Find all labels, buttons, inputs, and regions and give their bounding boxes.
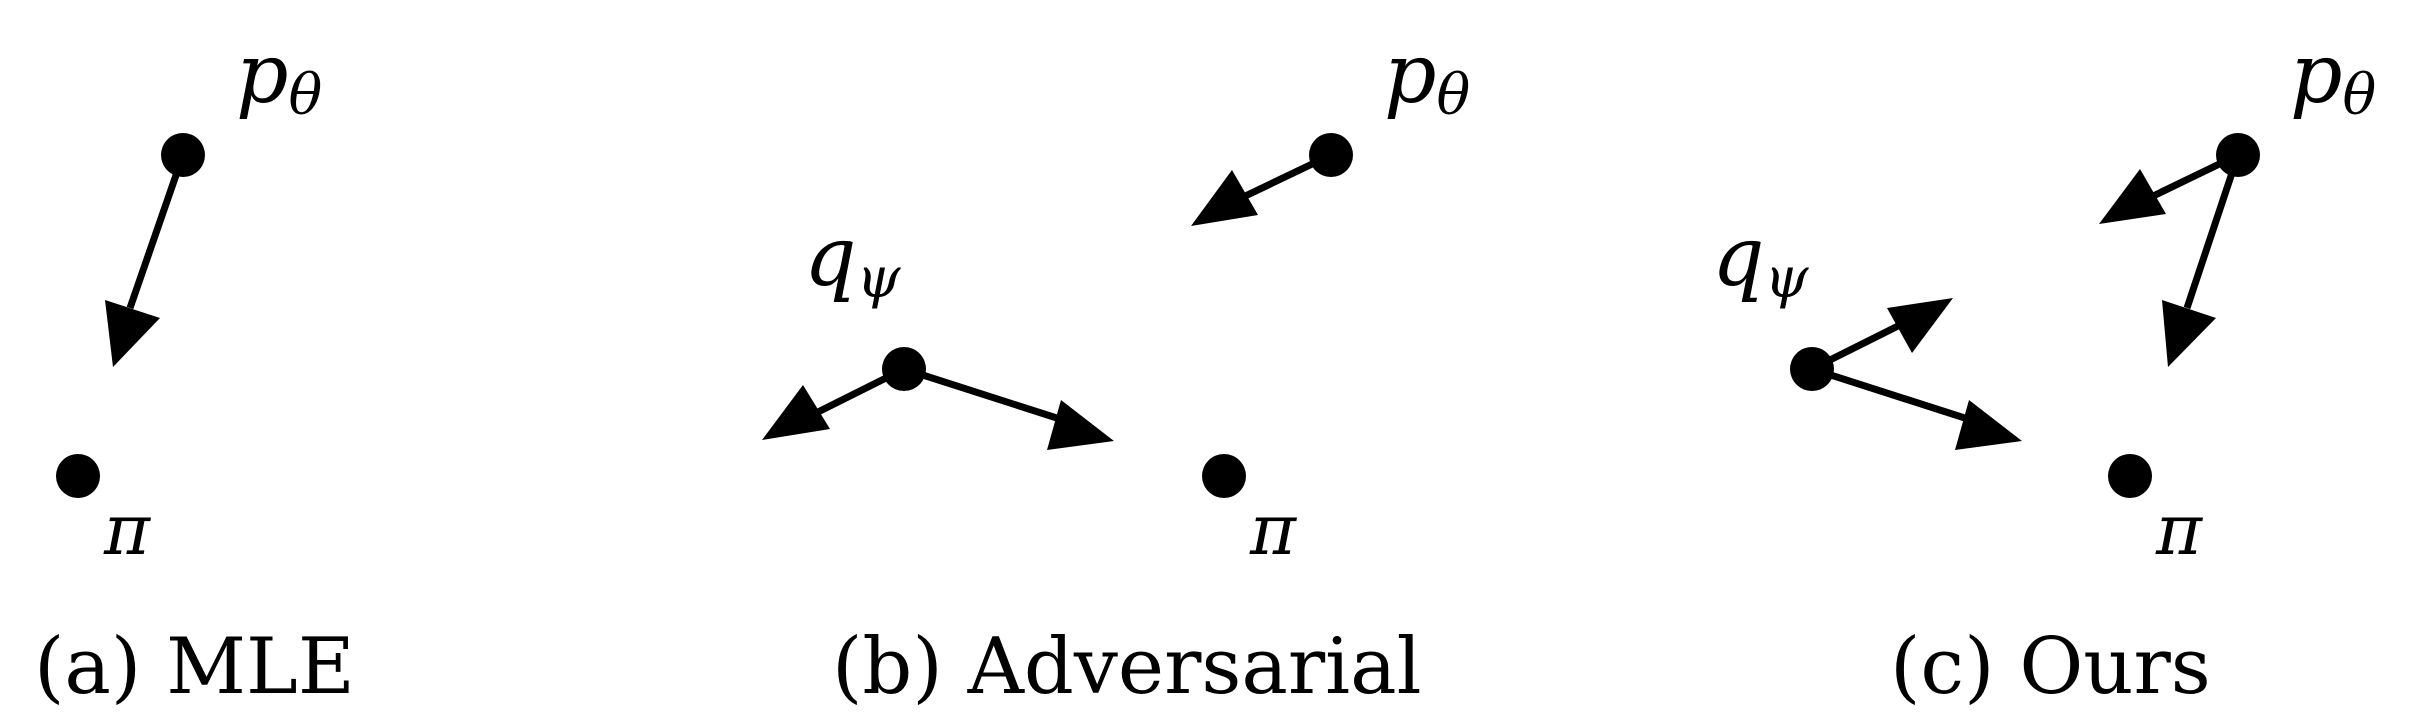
node-c-q-psi bbox=[1790, 347, 1834, 391]
caption-a: (a) MLE bbox=[34, 622, 355, 712]
arrow-b-qpsi-left bbox=[762, 365, 906, 440]
node-b-pi bbox=[1202, 454, 1246, 498]
panel-c: pθ qψ π (c) Ours bbox=[1712, 27, 2376, 712]
node-c-p-theta bbox=[2216, 133, 2260, 177]
label-b-pi: π bbox=[1249, 489, 1298, 571]
node-b-p-theta bbox=[1309, 133, 1353, 177]
caption-b: (b) Adversarial bbox=[832, 622, 1422, 712]
label-c-pi: π bbox=[2155, 489, 2204, 571]
arrow-a-ptheta-to-pi bbox=[105, 153, 187, 367]
panel-a: pθ π (a) MLE bbox=[34, 27, 355, 712]
label-b-q-psi: qψ bbox=[804, 210, 902, 311]
panel-b: pθ qψ π (b) Adversarial bbox=[762, 27, 1470, 712]
node-b-q-psi bbox=[882, 347, 926, 391]
arrow-c-ptheta-to-pi bbox=[2162, 153, 2242, 367]
caption-c: (c) Ours bbox=[1890, 622, 2211, 712]
arrow-b-ptheta-to-qpsi bbox=[1191, 151, 1333, 226]
label-c-p-theta: pθ bbox=[2290, 27, 2376, 128]
label-c-q-psi: qψ bbox=[1712, 210, 1810, 311]
node-a-pi bbox=[56, 454, 100, 498]
node-c-pi bbox=[2108, 454, 2152, 498]
node-a-p-theta bbox=[161, 133, 205, 177]
label-b-p-theta: pθ bbox=[1384, 27, 1470, 128]
label-a-p-theta: pθ bbox=[236, 27, 322, 128]
arrow-c-qpsi-to-ptheta bbox=[1810, 298, 1953, 373]
arrow-c-qpsi-to-pi bbox=[1810, 365, 2022, 450]
label-a-pi: π bbox=[103, 489, 152, 571]
arrow-b-qpsi-to-pi bbox=[902, 365, 1114, 450]
